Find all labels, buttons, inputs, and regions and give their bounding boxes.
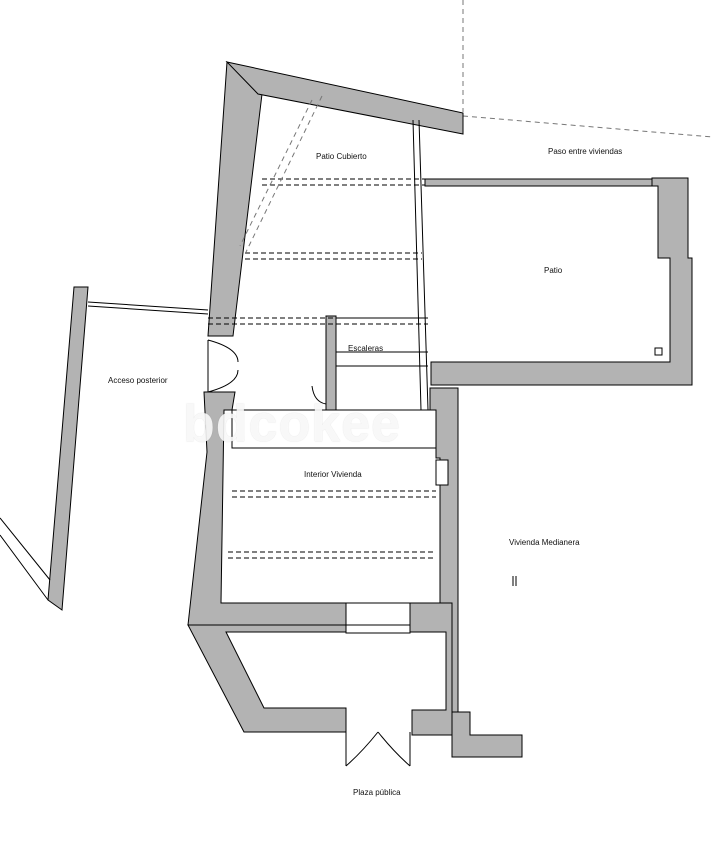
neighbor-marks xyxy=(512,576,517,586)
wall-front-right xyxy=(409,602,453,736)
beam-3 xyxy=(208,317,428,325)
wall-neighbor-step xyxy=(451,711,523,758)
label-escaleras: Escaleras xyxy=(348,344,384,353)
wall-back-access xyxy=(47,286,89,611)
column-line xyxy=(412,119,429,411)
door-opening xyxy=(345,624,411,634)
window-opening xyxy=(345,602,411,626)
label-interior-vivienda: Interior Vivienda xyxy=(304,470,362,479)
beam-4 xyxy=(232,490,436,498)
back-access-outline xyxy=(0,301,209,601)
wall-front xyxy=(187,624,347,733)
label-paso-entre-viviendas: Paso entre viviendas xyxy=(548,147,623,156)
wall-west-lower xyxy=(187,391,347,626)
label-patio: Patio xyxy=(544,266,563,275)
wall-patio-top xyxy=(424,178,653,187)
door-front-double xyxy=(345,731,411,767)
diagonal-stair-hatch xyxy=(239,95,323,253)
label-plaza-publica: Plaza pública xyxy=(353,788,401,797)
watermark-band xyxy=(231,409,437,449)
label-vivienda-medianera: Vivienda Medianera xyxy=(509,538,580,547)
beam-1 xyxy=(262,178,425,186)
wall-north xyxy=(225,61,464,135)
wall-stairs xyxy=(325,315,337,413)
door-back-swing xyxy=(207,339,239,393)
wall-west-main xyxy=(207,60,263,337)
door-stairs-swing xyxy=(311,385,327,405)
label-patio-cubierto: Patio Cubierto xyxy=(316,152,367,161)
right-small-opening xyxy=(435,459,449,486)
boundary-line-diagonal xyxy=(462,115,713,138)
stairs-outline xyxy=(336,317,428,367)
beam-5 xyxy=(228,551,436,559)
patio-small-square xyxy=(654,347,663,356)
beam-2 xyxy=(245,252,422,260)
wall-patio-east xyxy=(430,177,693,386)
label-acceso-posterior: Acceso posterior xyxy=(108,376,168,385)
